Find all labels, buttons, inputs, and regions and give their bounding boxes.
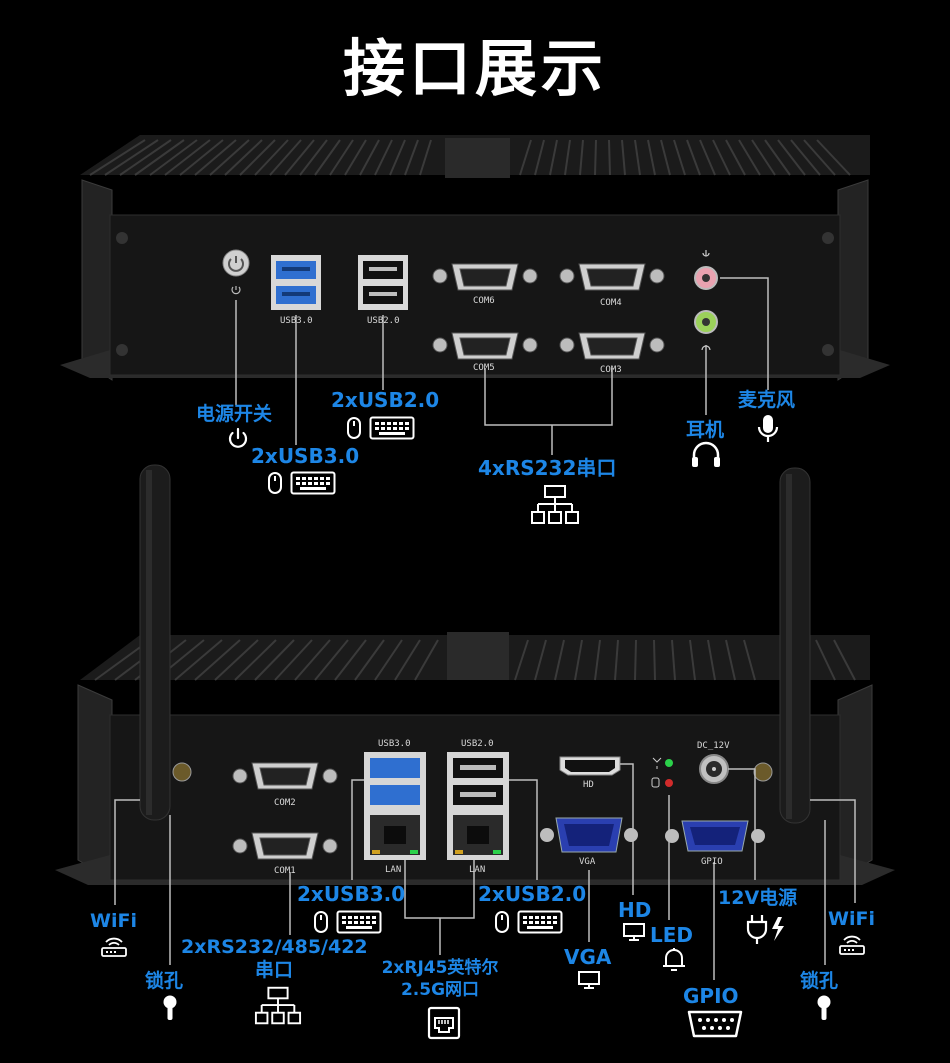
top-port-label-com4: COM4 bbox=[600, 298, 622, 308]
bottom-port-label-vga: VGA bbox=[579, 857, 596, 867]
top-usb30-ports bbox=[271, 255, 321, 310]
page-title: 接口展示 bbox=[342, 32, 607, 105]
bottom-usb30-lan-stack bbox=[364, 752, 426, 860]
bottom-port-label-usb30: USB3.0 bbox=[378, 739, 411, 749]
bottom-leader-lines bbox=[114, 763, 856, 980]
db9-icon bbox=[687, 1010, 743, 1038]
antenna-left bbox=[139, 464, 171, 821]
bottom-heatsink bbox=[80, 632, 870, 681]
top-port-label-com6: COM6 bbox=[473, 296, 495, 306]
monitor-icon bbox=[578, 971, 600, 989]
keyboard-icon bbox=[517, 910, 563, 934]
antenna-right bbox=[779, 467, 811, 824]
top-com-ports bbox=[432, 263, 665, 360]
callout-wifi-right: WiFi bbox=[828, 908, 875, 930]
bell-icon bbox=[663, 948, 685, 971]
bottom-port-label-hd: HD bbox=[583, 780, 594, 790]
callout-rs232-bottom-line1: 2xRS232/485/422 bbox=[181, 936, 368, 958]
power-icon bbox=[228, 427, 248, 448]
mouse-icon bbox=[347, 417, 361, 439]
network-icon bbox=[531, 485, 579, 524]
mouse-icon bbox=[268, 472, 282, 494]
top-heatsink bbox=[80, 135, 870, 178]
top-usb20-ports bbox=[358, 255, 408, 310]
callout-led: LED bbox=[650, 923, 694, 947]
bottom-com-ports bbox=[232, 762, 338, 860]
callout-usb20-bottom: 2xUSB2.0 bbox=[478, 882, 587, 906]
ethernet-icon bbox=[427, 1006, 461, 1040]
plug-icon bbox=[746, 915, 784, 944]
headphone-icon bbox=[692, 441, 720, 467]
top-leader-lines bbox=[235, 277, 769, 455]
mouse-icon bbox=[314, 911, 328, 933]
top-port-label-usb30: USB3.0 bbox=[280, 316, 313, 326]
bottom-port-label-dc: DC_12V bbox=[697, 741, 730, 751]
callout-usb30-top: 2xUSB3.0 bbox=[251, 444, 360, 468]
callout-wifi-left: WiFi bbox=[90, 910, 137, 932]
callout-vga: VGA bbox=[564, 945, 612, 969]
lock-hole-right bbox=[753, 762, 773, 782]
callout-headphone: 耳机 bbox=[686, 419, 725, 441]
bottom-port-label-lan2: LAN bbox=[469, 865, 486, 875]
bottom-port-label-com2: COM2 bbox=[274, 798, 296, 808]
callout-usb20-top: 2xUSB2.0 bbox=[331, 388, 440, 412]
callout-usb30-bottom: 2xUSB3.0 bbox=[297, 882, 406, 906]
network-icon bbox=[254, 986, 302, 1025]
callout-power-switch: 电源开关 bbox=[196, 403, 273, 425]
callout-mic: 麦克风 bbox=[738, 389, 796, 411]
bottom-port-label-gpio: GPIO bbox=[701, 857, 723, 867]
keyboard-icon bbox=[336, 910, 382, 934]
callout-rs232-bottom-line2: 串口 bbox=[255, 959, 294, 981]
callout-rj45-line1: 2xRJ45英特尔 bbox=[381, 958, 499, 978]
monitor-icon bbox=[623, 923, 645, 941]
keyboard-icon bbox=[290, 471, 336, 495]
vga-port bbox=[540, 817, 638, 853]
lock-hole-left bbox=[172, 762, 192, 782]
lock-icon bbox=[817, 995, 831, 1020]
lock-icon bbox=[163, 995, 177, 1020]
callout-rj45-line2: 2.5G网口 bbox=[400, 980, 480, 1000]
callout-12v-power: 12V电源 bbox=[718, 887, 798, 909]
bottom-port-label-com1: COM1 bbox=[274, 866, 296, 876]
top-port-label-com5: COM5 bbox=[473, 363, 495, 373]
callout-lock-left: 锁孔 bbox=[145, 970, 184, 992]
wifi-router-icon bbox=[101, 937, 127, 957]
led-green bbox=[665, 759, 673, 767]
top-port-label-usb20: USB2.0 bbox=[367, 316, 400, 326]
led-red bbox=[665, 779, 673, 787]
callout-lock-right: 锁孔 bbox=[800, 970, 839, 992]
callout-gpio: GPIO bbox=[683, 984, 739, 1008]
dc-jack bbox=[699, 754, 729, 784]
mouse-icon bbox=[495, 911, 509, 933]
top-port-label-com3: COM3 bbox=[600, 365, 622, 375]
callout-rs232-top: 4xRS232串口 bbox=[478, 456, 617, 480]
callout-hd: HD bbox=[618, 898, 652, 922]
microphone-icon bbox=[757, 415, 779, 442]
bottom-port-label-lan1: LAN bbox=[385, 865, 402, 875]
keyboard-icon bbox=[369, 416, 415, 440]
wifi-router-icon bbox=[839, 935, 865, 955]
bottom-usb20-lan-stack bbox=[447, 752, 509, 860]
bottom-port-label-usb20: USB2.0 bbox=[461, 739, 494, 749]
